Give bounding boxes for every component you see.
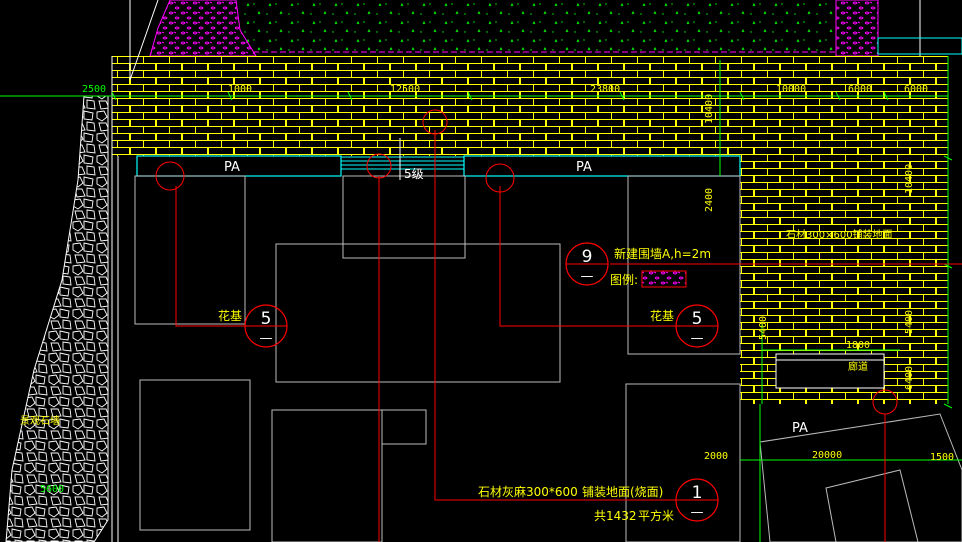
dim-bridge: 1800 [846, 340, 870, 351]
callout-number: 1 [692, 483, 703, 503]
label-legend: 图例: [610, 273, 638, 287]
dim-top-0: 2500 [82, 84, 106, 95]
dim-left-bottom: 5600 [40, 484, 64, 495]
dim-top-1: 1000 [228, 84, 252, 95]
dimension-lines [0, 56, 962, 542]
dim-top-6: 6000 [904, 84, 928, 95]
label-new-wall: 新建围墙A,h=2m [614, 246, 711, 261]
dim-right-5: 6400 [904, 366, 915, 390]
callout-sub: — [581, 269, 594, 284]
dim-bottom-0: 2000 [704, 451, 728, 462]
dim-top-5: 6000 [848, 84, 872, 95]
label-corridor: 廊道 [848, 360, 868, 373]
label-planter-left: 花基 [218, 308, 242, 323]
label-area-a: 共1432 [594, 509, 637, 523]
dim-right-4: 5400 [758, 316, 769, 340]
dim-top-2: 12500 [390, 84, 420, 95]
steps [341, 156, 464, 170]
building-outlines [134, 175, 962, 542]
dim-right-2: 10400 [904, 164, 915, 194]
lawn-area [244, 0, 836, 52]
callout-number: 5 [261, 309, 272, 329]
callout-1[interactable]: 1 — [675, 478, 719, 522]
pa-label-right: PA [576, 160, 592, 175]
label-area-b: 平方米 [638, 508, 674, 523]
dim-right-3: 5400 [904, 310, 915, 334]
callout-number: 9 [582, 247, 593, 267]
callout-number: 5 [692, 309, 703, 329]
dim-right-1: 2400 [704, 188, 715, 212]
callout-sub: — [260, 331, 273, 346]
leader-lines [155, 109, 948, 542]
dim-top-3: 23800 [590, 84, 620, 95]
gravel-patch-left [149, 0, 257, 57]
pa-label-bottom: PA [792, 421, 808, 436]
callout-5-right[interactable]: 5 — [675, 304, 719, 348]
callout-sub: — [691, 331, 704, 346]
step-label: 5级 [404, 167, 424, 181]
label-paving-a: 石材灰麻300*600 [478, 484, 578, 499]
gravel-patch-right [835, 0, 879, 57]
dimension-ticks [111, 91, 953, 409]
callout-sub: — [691, 505, 704, 520]
label-rock-wall: 景观石墙 [20, 414, 60, 427]
pa-label-left: PA [224, 160, 240, 175]
brick-paving-top [112, 56, 948, 156]
label-right-paving: 石材300×600铺装地面 [786, 228, 893, 241]
callout-5-left[interactable]: 5 — [244, 304, 288, 348]
label-paving-b: 铺装地面(烧面) [582, 485, 663, 499]
dim-right-0: 10400 [704, 94, 715, 124]
legend-swatch [641, 270, 687, 288]
dim-top-4: 10000 [776, 84, 806, 95]
dim-bottom-1: 20000 [812, 450, 842, 461]
callout-9[interactable]: 9 — [565, 242, 609, 286]
dim-bottom-2: 1500 [930, 452, 954, 463]
pa-band-right [463, 155, 741, 177]
label-planter-right: 花基 [650, 308, 674, 323]
rock-wall [5, 95, 109, 542]
